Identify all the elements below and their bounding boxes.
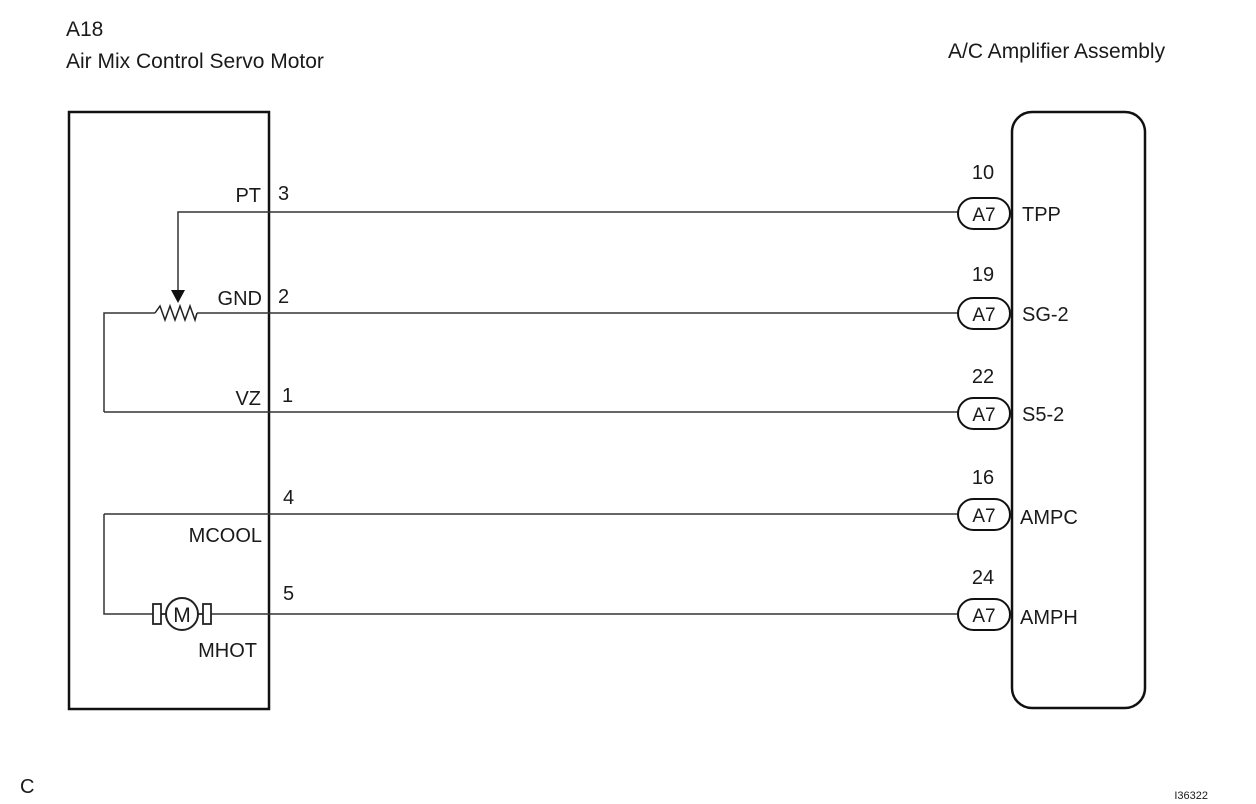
right-component-name: A/C Amplifier Assembly: [948, 40, 1166, 63]
potentiometer-loop-wire: [103, 312, 155, 412]
terminal-mhot-label: MHOT: [198, 640, 257, 662]
terminal-mhot-pin: 5: [283, 583, 294, 605]
amp-signal-amph: AMPH: [1020, 607, 1078, 629]
connector-a7-amph-icon: [957, 598, 1011, 631]
terminal-vz-pin: 1: [282, 385, 293, 407]
motor-loop-wire: [103, 514, 158, 615]
amplifier-box: [1010, 110, 1147, 710]
motor-symbol-label: M: [173, 604, 191, 627]
amp-signal-tpp: TPP: [1022, 204, 1061, 226]
terminal-pt-pin: 3: [278, 183, 289, 205]
amp-pin-16: 16: [972, 467, 994, 489]
terminal-mcool-pin: 4: [283, 487, 294, 509]
potentiometer-wiper-wire: [177, 211, 269, 290]
amp-signal-ampc: AMPC: [1020, 507, 1078, 529]
left-component-name: Air Mix Control Servo Motor: [66, 50, 324, 73]
left-component-code: A18: [66, 18, 103, 41]
amp-pin-22: 22: [972, 366, 994, 388]
potentiometer-resistor-icon: [154, 303, 198, 323]
connector-a7-ampc: A7: [972, 506, 995, 527]
terminal-pt-label: PT: [235, 185, 261, 207]
terminal-gnd-label: GND: [218, 288, 262, 310]
connector-a7-ampc-icon: [957, 498, 1011, 531]
amp-signal-s52: S5-2: [1022, 404, 1064, 426]
amp-pin-10: 10: [972, 162, 994, 184]
servo-motor-box: [67, 110, 271, 711]
connector-a7-s52: A7: [972, 405, 995, 426]
corner-letter: C: [20, 776, 34, 798]
terminal-vz-label: VZ: [235, 388, 261, 410]
connector-a7-s52-icon: [957, 397, 1011, 430]
amp-signal-sg2: SG-2: [1022, 304, 1069, 326]
connector-a7-tpp-icon: [957, 197, 1011, 230]
connector-a7-amph: A7: [972, 606, 995, 627]
amp-pin-24: 24: [972, 567, 994, 589]
amp-pin-19: 19: [972, 264, 994, 286]
potentiometer-wiper-arrow-icon: [171, 290, 185, 303]
connector-a7-sg2: A7: [972, 305, 995, 326]
figure-id: I36322: [1174, 790, 1208, 802]
connector-a7-tpp: A7: [972, 205, 995, 226]
connector-a7-sg2-icon: [957, 297, 1011, 330]
terminal-mcool-label: MCOOL: [189, 525, 262, 547]
motor-icon: M: [152, 597, 212, 631]
terminal-gnd-pin: 2: [278, 286, 289, 308]
